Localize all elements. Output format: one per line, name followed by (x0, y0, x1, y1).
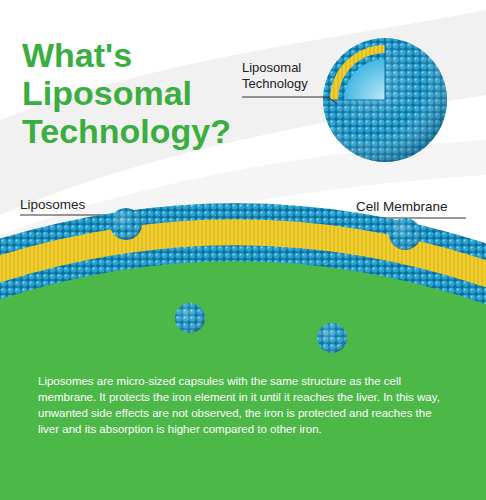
callout-label: Liposomes (20, 197, 130, 213)
callout-label: Liposomal Technology (242, 60, 334, 92)
callout-label: Cell Membrane (356, 199, 480, 215)
info-panel: Liposomes are micro-sized capsules with … (0, 255, 486, 500)
body-text: Liposomes are micro-sized capsules with … (38, 373, 452, 437)
title: What's Liposomal Technology? (22, 36, 254, 150)
